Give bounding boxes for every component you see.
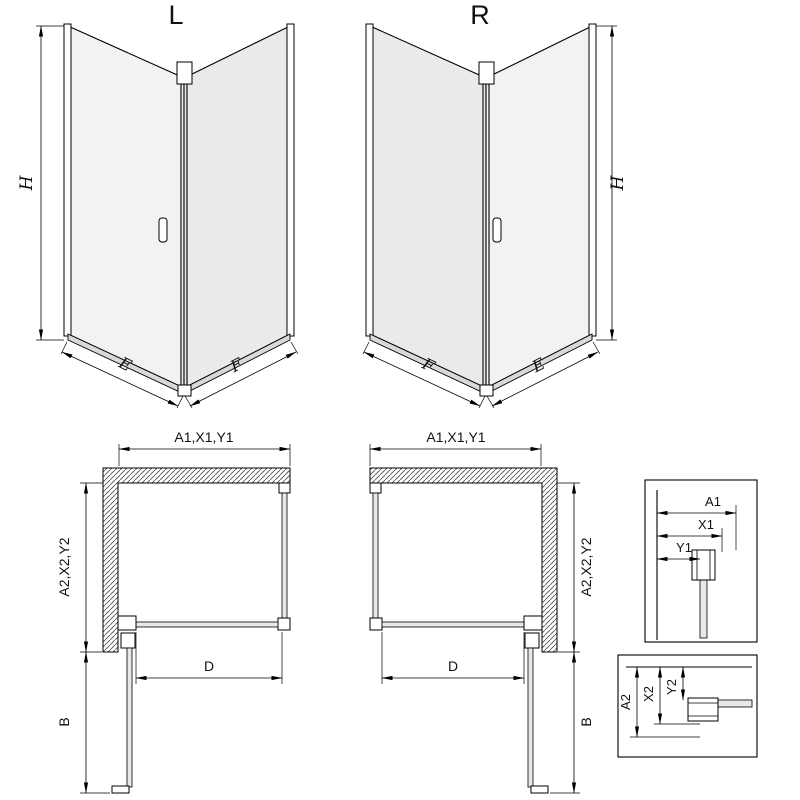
iso-view-right: R H F E [362, 0, 628, 409]
door-end-handle [530, 785, 549, 794]
dimension-door-width: D [381, 632, 525, 684]
dim-label-d: D [448, 658, 458, 674]
dimension-door-swing: B [56, 651, 110, 794]
dim-label-a2x2y2: A2,X2,Y2 [578, 537, 594, 596]
dimension-door-width: D [135, 632, 283, 684]
wall-profile [63, 23, 72, 337]
detail-box-top: A1 X1 Y1 [644, 479, 758, 643]
wall-profile [588, 23, 597, 337]
dim-label-y2: Y2 [664, 679, 679, 695]
ext-line [290, 341, 299, 355]
dimension-overall-depth: A2,X2,Y2 [56, 482, 103, 653]
dim-line [189, 351, 297, 407]
dim-line [61, 351, 179, 407]
door-open-plan [126, 647, 133, 788]
fixed-panel-plan [372, 492, 379, 620]
glass-side-panel [183, 25, 291, 389]
wall-profile-section [687, 697, 719, 722]
pivot-block [120, 632, 136, 649]
wall-mount-profile [369, 482, 382, 494]
wall-profile-section [691, 549, 716, 581]
dim-label-a2x2y2: A2,X2,Y2 [56, 537, 72, 596]
dimension-overall-width: A1,X1,Y1 [369, 429, 542, 466]
dim-label-a1: A1 [705, 494, 721, 509]
hinge-profile [117, 615, 137, 631]
corner-connector [369, 617, 383, 631]
dim-label-x2: X2 [641, 686, 656, 702]
ext-line [486, 395, 495, 409]
dim-label-d: D [204, 658, 214, 674]
door-end-handle [111, 785, 130, 794]
corner-bracket-bottom [479, 384, 494, 397]
dim-label-a2: A2 [618, 694, 633, 710]
wall-profile [365, 23, 374, 337]
dimension-height: H [596, 25, 628, 341]
corner-bracket-bottom [177, 384, 192, 397]
walls-hatched [102, 467, 291, 653]
corner-bracket-top [478, 61, 495, 85]
glass-door-panel [67, 25, 185, 389]
detail-box-bottom: A2 X2 Y2 [617, 654, 758, 758]
dim-label-b: B [56, 717, 72, 726]
dimension-overall-width: A1,X1,Y1 [118, 429, 291, 466]
plan-view-left: A1,X1,Y1 A2,X2,Y2 D B [56, 429, 291, 794]
ext-line [184, 395, 193, 409]
orientation-label-right: R [470, 0, 490, 30]
wall-mount-profile [278, 482, 291, 494]
glass-side-panel [369, 25, 487, 389]
pivot-block [524, 632, 540, 649]
corner-connector [277, 617, 291, 631]
glass-door-panel [485, 25, 593, 389]
dimension-overall-depth: A2,X2,Y2 [557, 482, 594, 653]
dim-label-x1: X1 [698, 517, 714, 532]
ext-line [60, 341, 68, 355]
fixed-panel-plan [281, 492, 288, 620]
dim-label-h: H [608, 174, 628, 191]
orientation-label-left: L [168, 0, 183, 30]
door-handle [158, 217, 168, 243]
door-handle [492, 217, 502, 243]
dim-label-y1: Y1 [676, 540, 692, 555]
hinge-profile [523, 615, 543, 631]
wall-profile [286, 23, 295, 337]
dimension-door-swing: B [550, 651, 594, 794]
iso-view-left: L H E F [17, 0, 299, 409]
dim-label-h: H [17, 174, 37, 191]
door-open-plan [527, 647, 534, 788]
walls-hatched [369, 467, 558, 653]
plan-view-right: A1,X1,Y1 A2,X2,Y2 D B [369, 429, 594, 794]
ext-line [592, 341, 601, 355]
door-closed-plan [381, 621, 525, 628]
dim-line [363, 351, 481, 407]
dim-label-b: B [578, 717, 594, 726]
corner-bracket-top [176, 61, 193, 85]
dim-label-a1x1y1: A1,X1,Y1 [174, 429, 233, 445]
dim-label-a1x1y1: A1,X1,Y1 [426, 429, 485, 445]
dim-line [491, 351, 599, 407]
dimension-height: H [17, 25, 64, 341]
door-closed-plan [135, 621, 279, 628]
ext-line [362, 341, 370, 355]
